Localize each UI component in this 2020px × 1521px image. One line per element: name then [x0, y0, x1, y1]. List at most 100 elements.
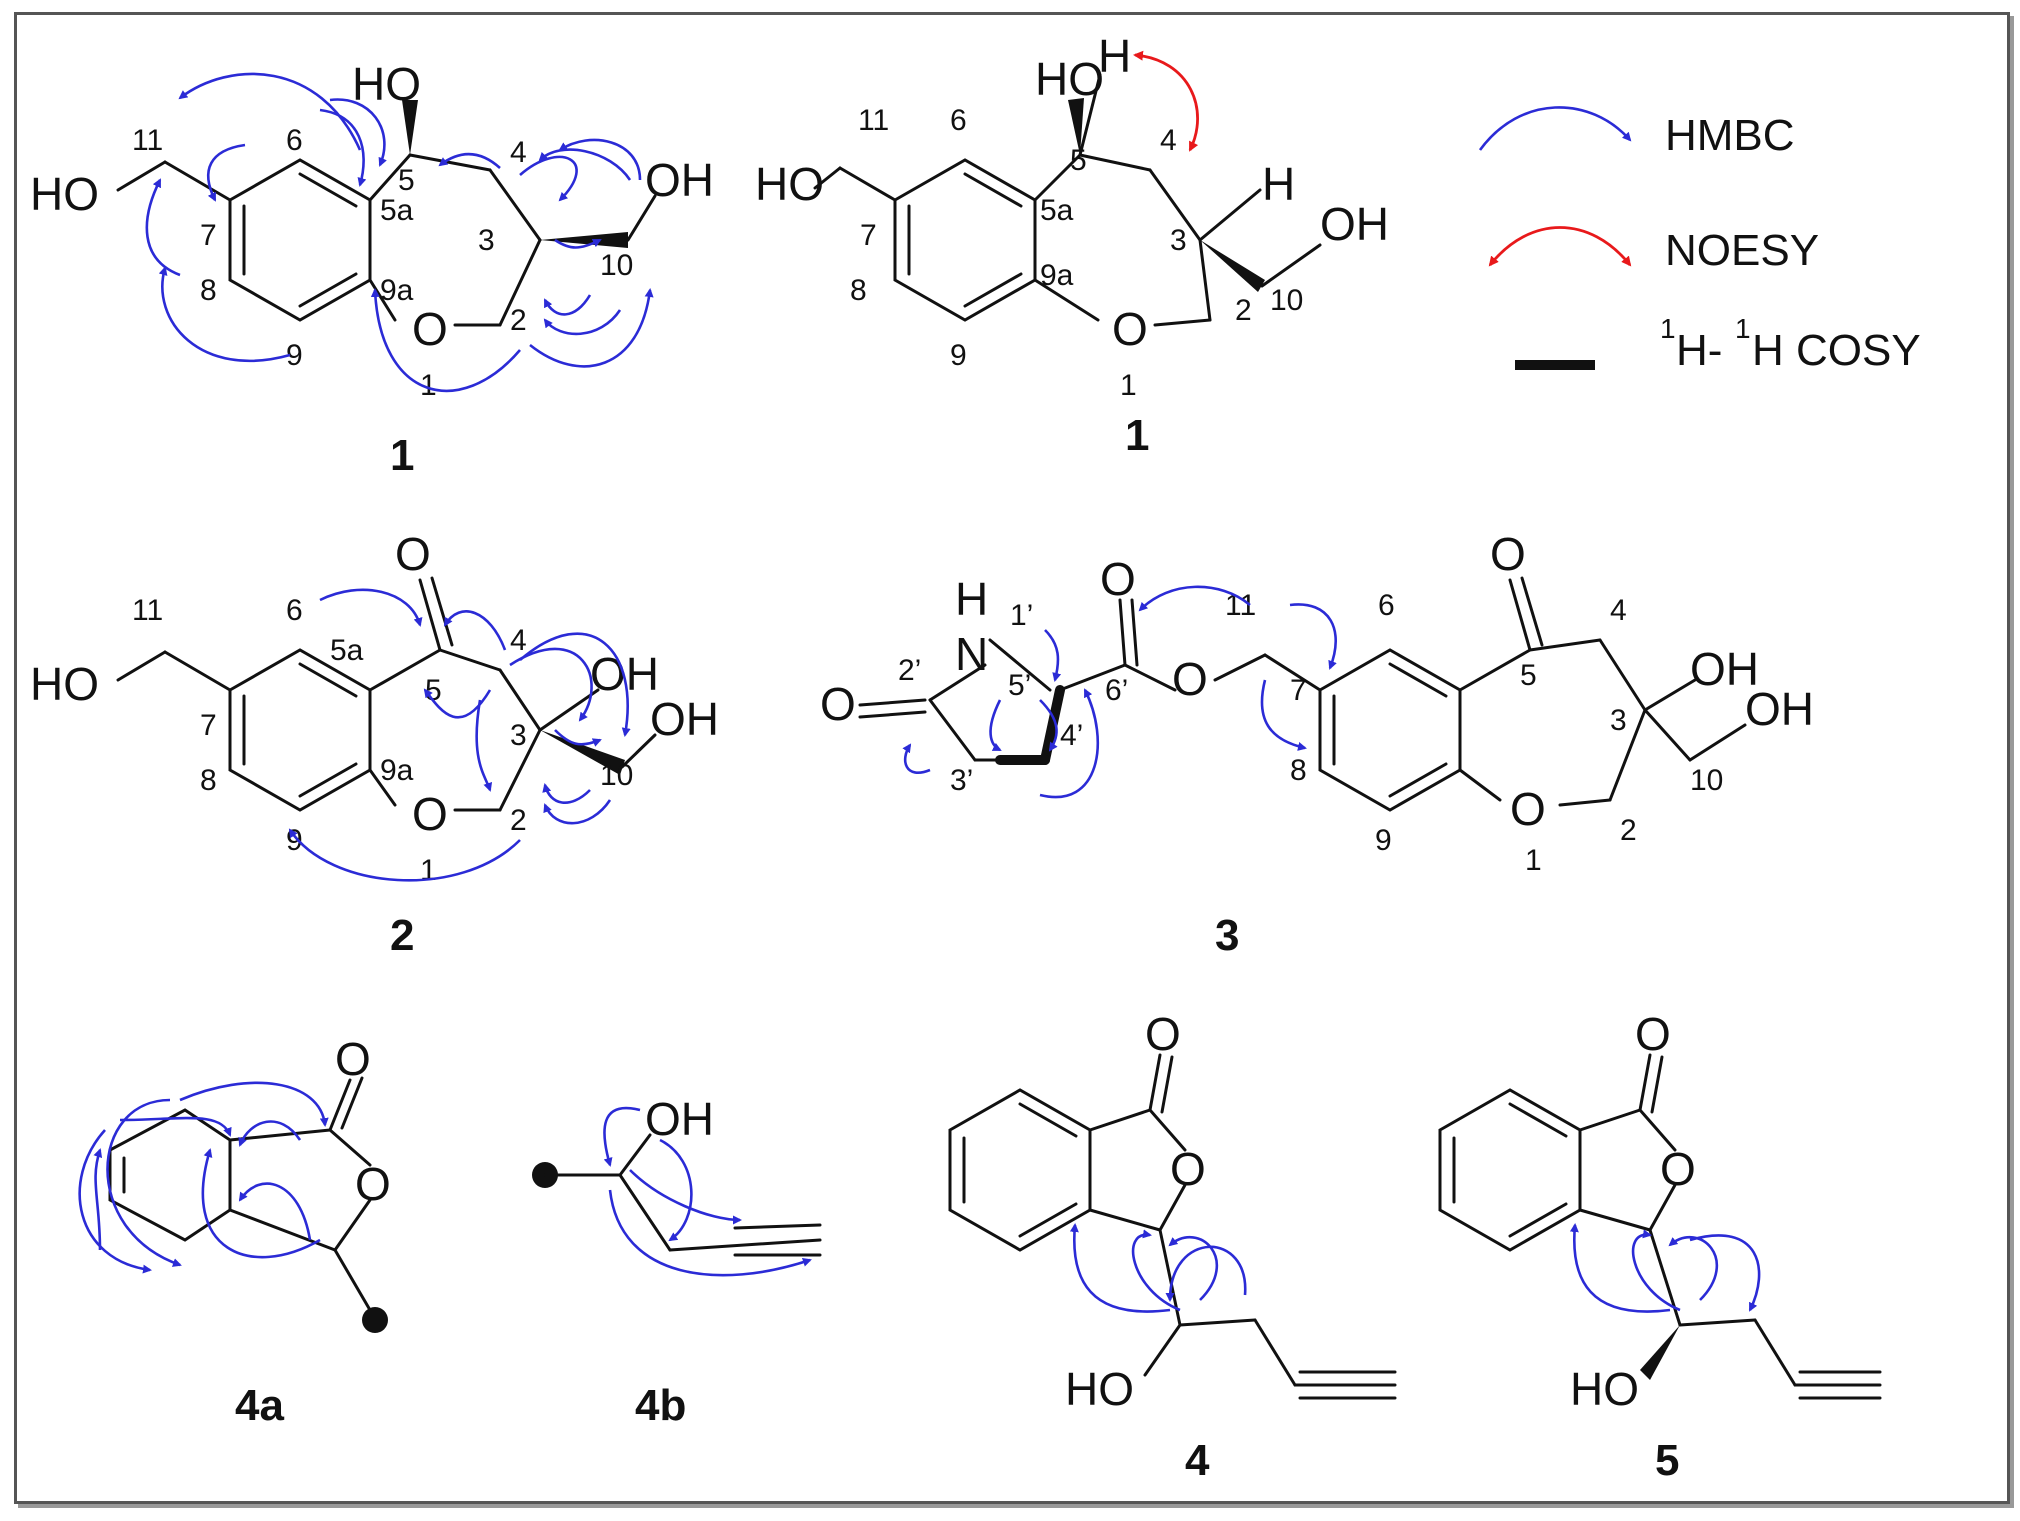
- atom-number-label: 11: [132, 124, 163, 157]
- c5-o-carbonyl: O: [1635, 1008, 1671, 1060]
- atom-number-label: 5: [1070, 144, 1087, 177]
- compound-1-hmbc: HO HO OH O 11 6 5 4 5a 7 3 10 8 9a 2 9 1…: [30, 58, 714, 480]
- c3-nh-h: H: [955, 573, 988, 625]
- atom-number-label: 7: [1290, 674, 1307, 707]
- atom-number-label: 10: [1690, 764, 1723, 797]
- atom-number-label: 9a: [380, 274, 414, 307]
- compound-1-noesy: HO H H HO OH O 11 6 5 4 5a 7 3 10 8 9a 2…: [755, 30, 1389, 460]
- atom-number-label: 9: [286, 824, 303, 857]
- legend-cosy-sup1: 1: [1660, 313, 1676, 344]
- atom-number-label: 2: [1235, 294, 1252, 327]
- atom-number-label: 9a: [1040, 259, 1074, 292]
- c1n-o1: O: [1112, 303, 1148, 355]
- c1n-ho5: HO: [1035, 53, 1104, 105]
- c4-o-carbonyl: O: [1145, 1008, 1181, 1060]
- c1-ho11: HO: [30, 168, 99, 220]
- atom-number-label: 5: [425, 674, 442, 707]
- atom-number-label: 5: [1520, 659, 1537, 692]
- atom-number-label: 3: [1610, 704, 1627, 737]
- atom-number-label: 6’: [1105, 674, 1128, 707]
- atom-number-label: 10: [600, 249, 633, 282]
- atom-number-label: 9: [1375, 824, 1392, 857]
- legend-hmbc-label: HMBC: [1665, 111, 1795, 160]
- atom-number-label: 10: [1270, 284, 1303, 317]
- atom-number-label: 2’: [898, 654, 921, 687]
- c2-o5: O: [395, 528, 431, 580]
- c4-o-ring: O: [1170, 1143, 1206, 1195]
- compound-label-1a: 1: [390, 431, 414, 480]
- c3-o2p: O: [820, 678, 856, 730]
- atom-number-label: 7: [200, 219, 217, 252]
- atom-number-label: 3: [510, 719, 527, 752]
- atom-number-label: 3: [1170, 224, 1187, 257]
- atom-number-label: 5: [398, 164, 415, 197]
- compound-label-5: 5: [1655, 1436, 1679, 1485]
- legend-cosy-post: H COSY: [1752, 326, 1921, 375]
- legend-cosy-sup2: 1: [1735, 313, 1751, 344]
- atom-number-label: 8: [850, 274, 867, 307]
- atom-number-label: 5a: [330, 634, 364, 667]
- compound-label-4: 4: [1185, 1436, 1210, 1485]
- atom-number-label: 5a: [380, 194, 414, 227]
- atom-number-label: 10: [600, 759, 633, 792]
- c1-ho5: HO: [352, 58, 421, 110]
- c3-o5: O: [1490, 528, 1526, 580]
- legend-noesy-label: NOESY: [1665, 226, 1819, 275]
- c2-o1: O: [412, 788, 448, 840]
- atom-number-label: 4’: [1060, 719, 1083, 752]
- compound-5: O O HO 5: [1438, 1008, 1882, 1485]
- compound-3: H N O O O O OH OH O 1’ 2’ 5’ 6’ 3’ 4’ 11…: [820, 528, 1814, 960]
- legend-cosy-pre: H-: [1676, 326, 1722, 375]
- c1n-oh10: OH: [1320, 198, 1389, 250]
- atom-number-label: 9: [950, 339, 967, 372]
- c4a-o-carbonyl: O: [335, 1033, 371, 1085]
- atom-number-label: 8: [200, 764, 217, 797]
- atom-number-label: 11: [132, 594, 163, 627]
- legend: HMBC NOESY 1 H- 1 H COSY: [1478, 106, 1921, 375]
- c4b-oh: OH: [645, 1093, 714, 1145]
- compound-4: O O HO 4: [948, 1008, 1397, 1485]
- atom-number-label: 6: [286, 124, 303, 157]
- compound-4a: O O 4a: [78, 1033, 391, 1430]
- c3-o6p: O: [1100, 553, 1136, 605]
- atom-number-label: 2: [510, 304, 527, 337]
- atom-number-label: 9: [286, 339, 303, 372]
- compound-label-3: 3: [1215, 911, 1239, 960]
- c3-oester: O: [1172, 653, 1208, 705]
- c4-ho: HO: [1065, 1363, 1134, 1415]
- atom-number-label: 4: [1610, 594, 1627, 627]
- atom-number-label: 1: [1525, 844, 1542, 877]
- atom-number-label: 9a: [380, 754, 414, 787]
- atom-number-label: 6: [950, 104, 967, 137]
- compound-2: O HO OH OH O 11 6 5a 5 4 7 3 10 8 9a 2 9…: [30, 528, 719, 960]
- compound-label-2: 2: [390, 911, 414, 960]
- c1n-h3: H: [1262, 158, 1295, 210]
- c1-o1: O: [412, 303, 448, 355]
- atom-number-label: 1: [1120, 369, 1137, 402]
- atom-number-label: 3’: [950, 764, 973, 797]
- atom-number-label: 7: [200, 709, 217, 742]
- atom-number-label: 1’: [1010, 599, 1033, 632]
- compound-label-4b: 4b: [635, 1381, 686, 1430]
- c3-nh-n: N: [955, 628, 988, 680]
- compound-label-4a: 4a: [235, 1381, 284, 1430]
- compound-label-1b: 1: [1125, 411, 1149, 460]
- atom-number-label: 6: [286, 594, 303, 627]
- c4a-o-ring: O: [355, 1158, 391, 1210]
- atom-number-label: 2: [510, 804, 527, 837]
- atom-number-label: 1: [420, 854, 437, 887]
- atom-number-label: 2: [1620, 814, 1637, 847]
- atom-number-label: 3: [478, 224, 495, 257]
- atom-number-label: 6: [1378, 589, 1395, 622]
- c2-oh10: OH: [650, 693, 719, 745]
- atom-number-label: 4: [510, 624, 527, 657]
- compound-4b: OH 4b: [532, 1093, 822, 1430]
- c1n-ho11: HO: [755, 158, 824, 210]
- c1-oh10: OH: [645, 154, 714, 206]
- atom-number-label: 5a: [1040, 194, 1074, 227]
- atom-number-label: 4: [510, 136, 527, 169]
- atom-number-label: 11: [858, 104, 889, 137]
- c3-oh3: OH: [1690, 643, 1759, 695]
- atom-number-label: 1: [420, 369, 437, 402]
